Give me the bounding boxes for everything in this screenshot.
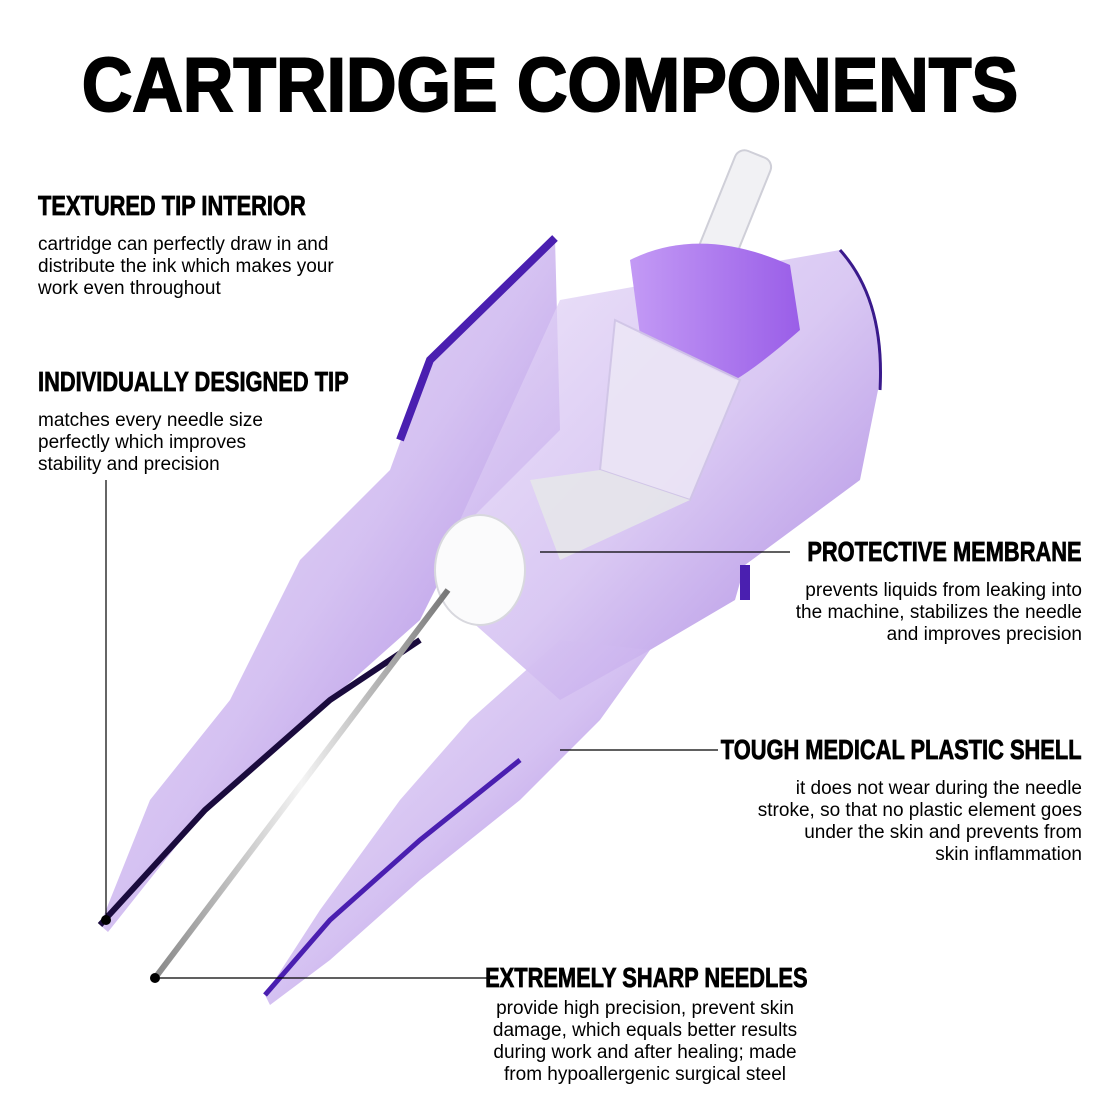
leader-lines	[105, 480, 790, 979]
shell-left-tip	[97, 235, 560, 932]
desc-individual-tip: matches every needle size perfectly whic…	[38, 410, 263, 475]
heading-individual-tip: INDIVIDUALLY DESIGNED TIP	[38, 366, 349, 397]
leader-dot-tip	[101, 915, 111, 925]
heading-shell: TOUGH MEDICAL PLASTIC SHELL	[721, 734, 1082, 765]
desc-needles: provide high precision, prevent skin dam…	[492, 998, 798, 1085]
page-title: CARTRIDGE COMPONENTS	[81, 43, 1019, 128]
heading-needles: EXTREMELY SHARP NEEDLES	[485, 962, 808, 993]
desc-textured-tip: cartridge can perfectly draw in and dist…	[38, 234, 334, 299]
desc-membrane: prevents liquids from leaking into the m…	[795, 580, 1082, 645]
needle	[152, 588, 451, 980]
heading-membrane: PROTECTIVE MEMBRANE	[807, 536, 1082, 567]
leader-dot-needle	[150, 973, 160, 983]
desc-shell: it does not wear during the needle strok…	[757, 778, 1082, 865]
membrane-assembly	[434, 149, 800, 626]
shell-right-tip	[263, 640, 650, 1005]
heading-textured-tip: TEXTURED TIP INTERIOR	[38, 190, 306, 221]
